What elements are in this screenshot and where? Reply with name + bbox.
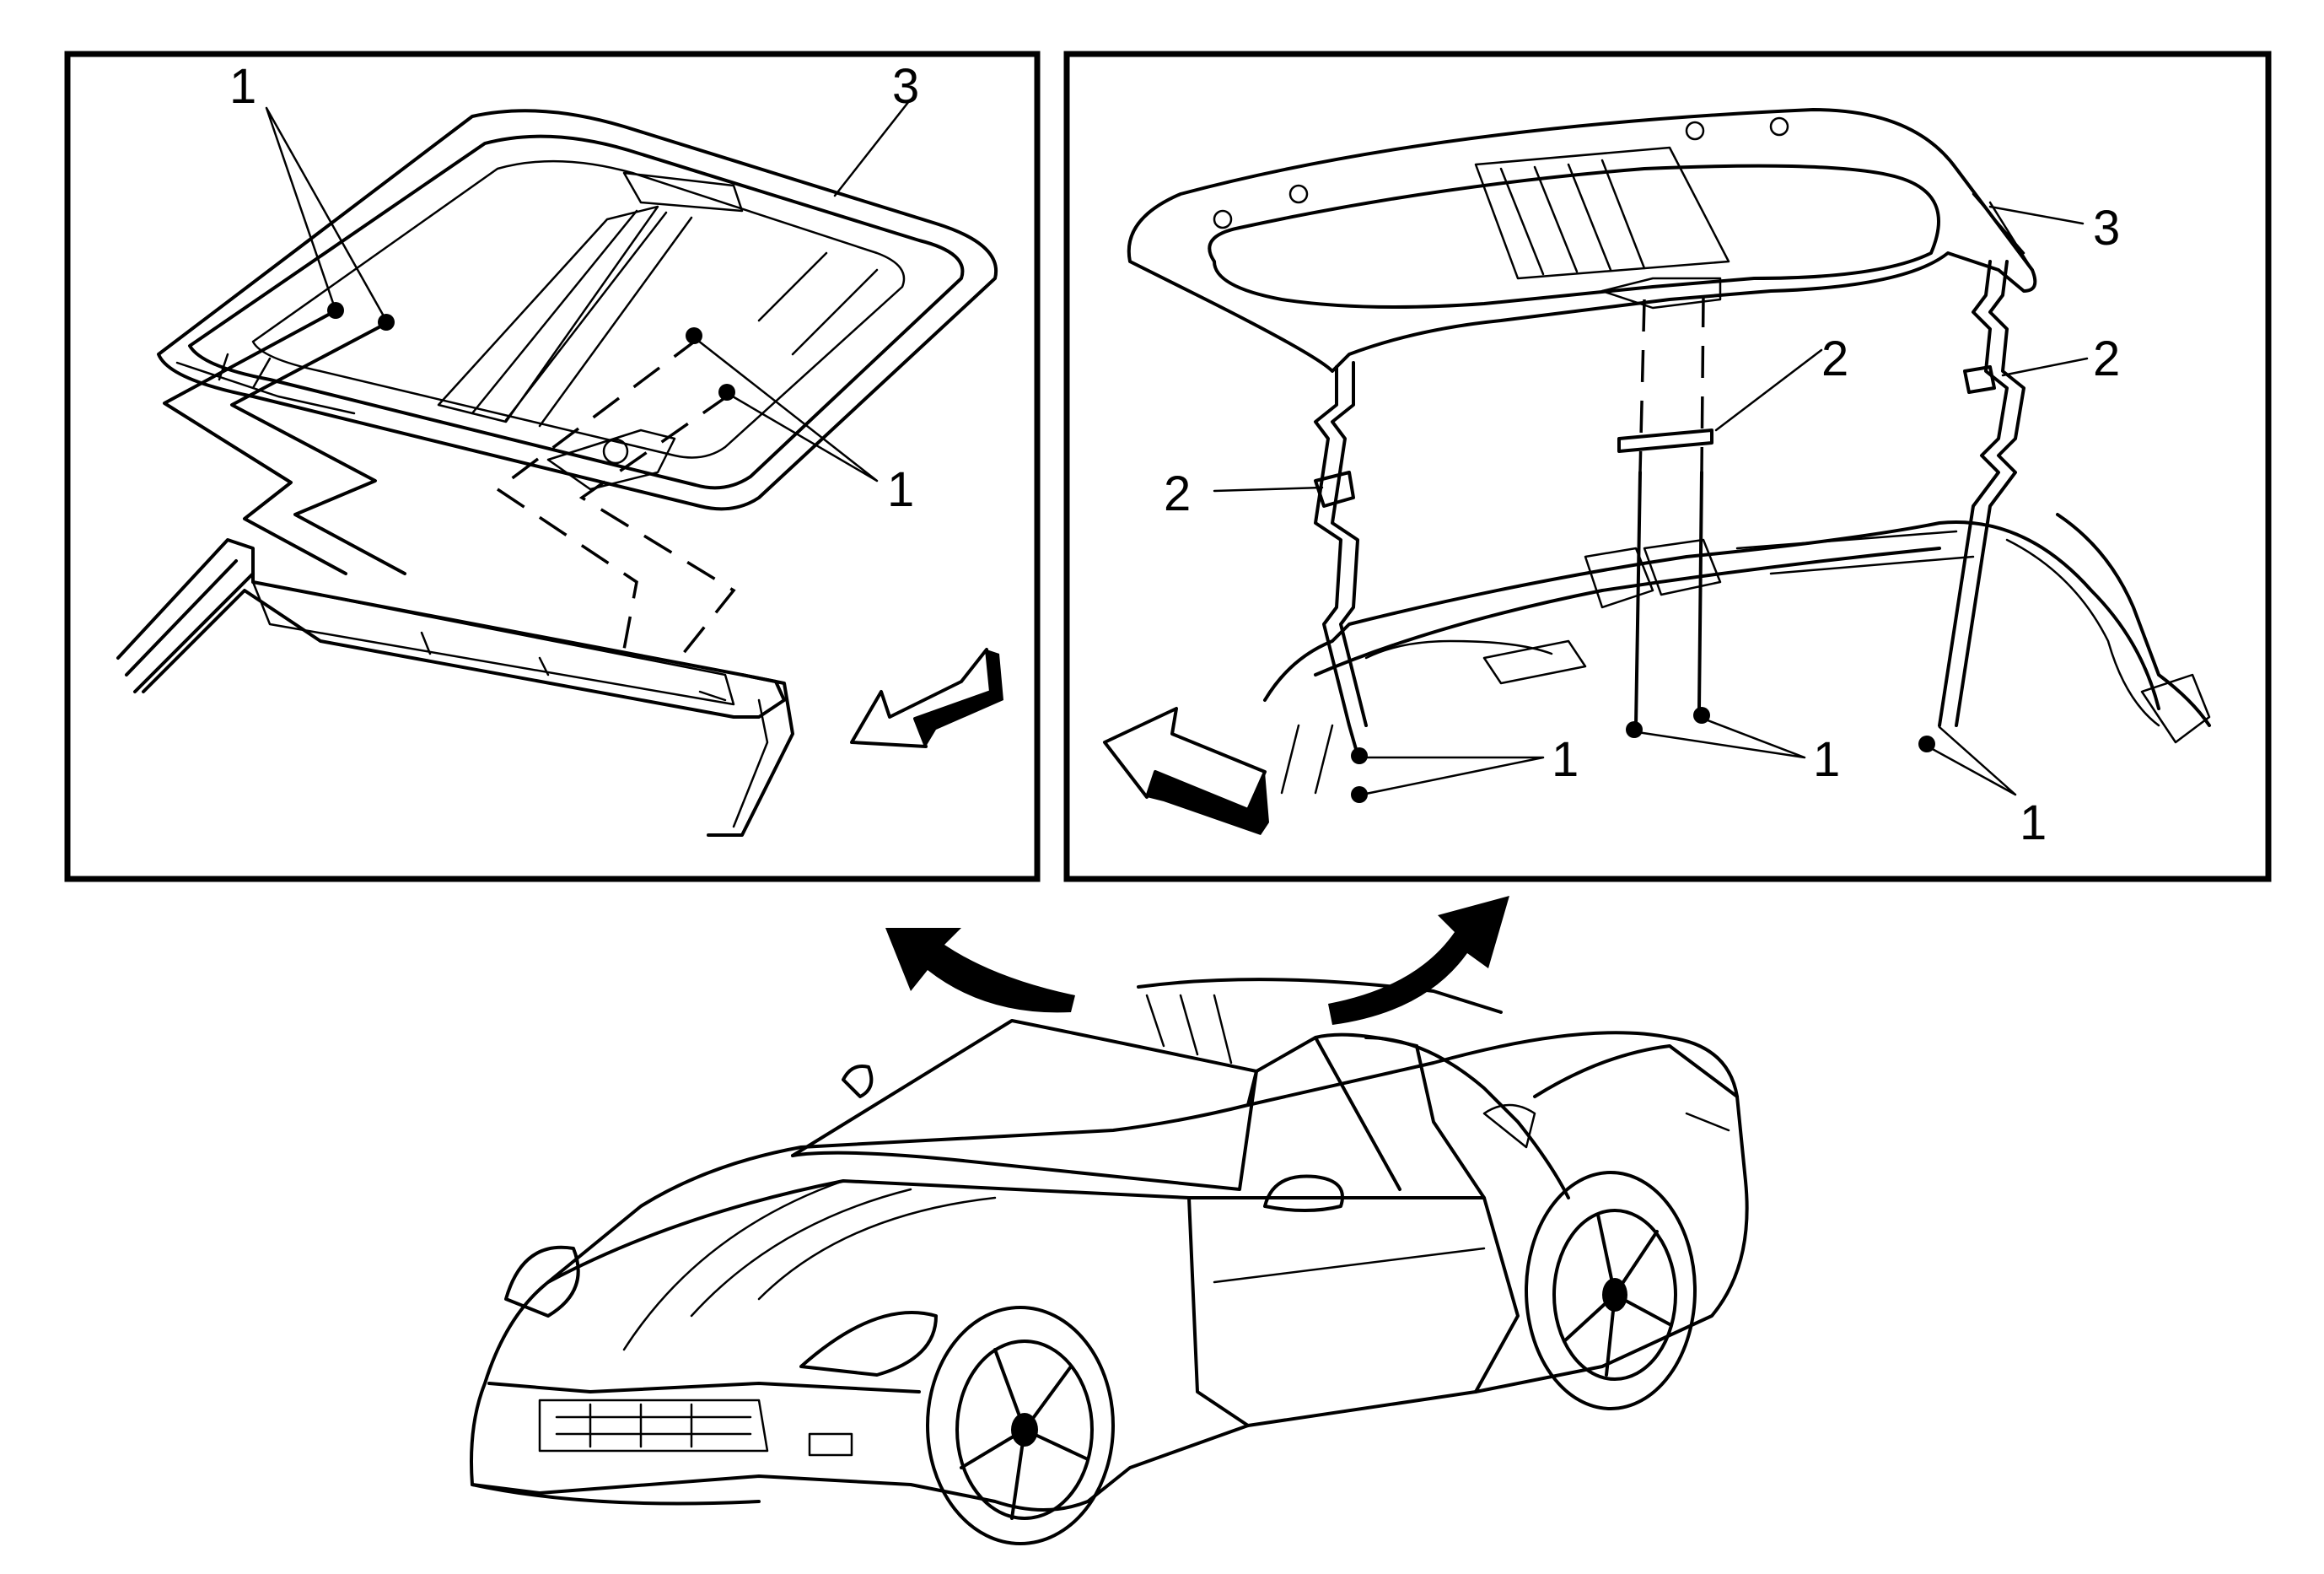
callout-2-center: 2 xyxy=(1821,332,1848,386)
retainer-clip-icon xyxy=(1963,365,1996,394)
callout-2-left: 2 xyxy=(1164,466,1191,521)
callout-3-left: 3 xyxy=(892,59,919,114)
lift-off-arrow-icon xyxy=(885,928,1075,1013)
callout-leaders-left xyxy=(265,100,911,482)
roof-panel-rear-view xyxy=(1127,108,2037,373)
callout-1-right: 1 xyxy=(2020,795,2047,850)
rear-wheel xyxy=(1525,1171,1697,1410)
retainer-clips xyxy=(1314,365,1996,508)
callout-1-right-left: 1 xyxy=(887,462,914,517)
windshield-header xyxy=(116,538,794,837)
roof-panel-front-view xyxy=(157,109,998,511)
roof-fasteners-right xyxy=(1351,707,1935,803)
alignment-lines-right xyxy=(1314,260,2025,757)
bolt-icon xyxy=(1351,786,1368,803)
bolt-icon xyxy=(1351,747,1368,764)
alignment-lines-left xyxy=(163,310,736,655)
sports-car-illustration xyxy=(470,978,1749,1545)
callout-1-left: 1 xyxy=(1552,732,1579,787)
callout-2-upper-right: 2 xyxy=(2093,332,2120,386)
forward-direction-arrow-icon xyxy=(1103,707,1269,835)
callout-3-right: 3 xyxy=(2093,201,2120,256)
forward-direction-arrow-icon xyxy=(850,648,1003,748)
right-detail-panel: 3 2 2 2 1 1 1 xyxy=(1063,51,2272,882)
callout-1-center: 1 xyxy=(1813,732,1840,787)
retainer-clip-icon xyxy=(1617,429,1713,453)
body-roof-opening xyxy=(1263,513,2211,795)
callout-leaders-right xyxy=(1213,205,2089,796)
left-detail-panel: 1 1 3 xyxy=(64,51,1041,882)
bolt-icon xyxy=(1626,721,1643,738)
callout-1-top-left: 1 xyxy=(229,59,256,114)
lift-off-arrow-icon xyxy=(1328,896,1509,1025)
front-wheel xyxy=(926,1306,1115,1545)
